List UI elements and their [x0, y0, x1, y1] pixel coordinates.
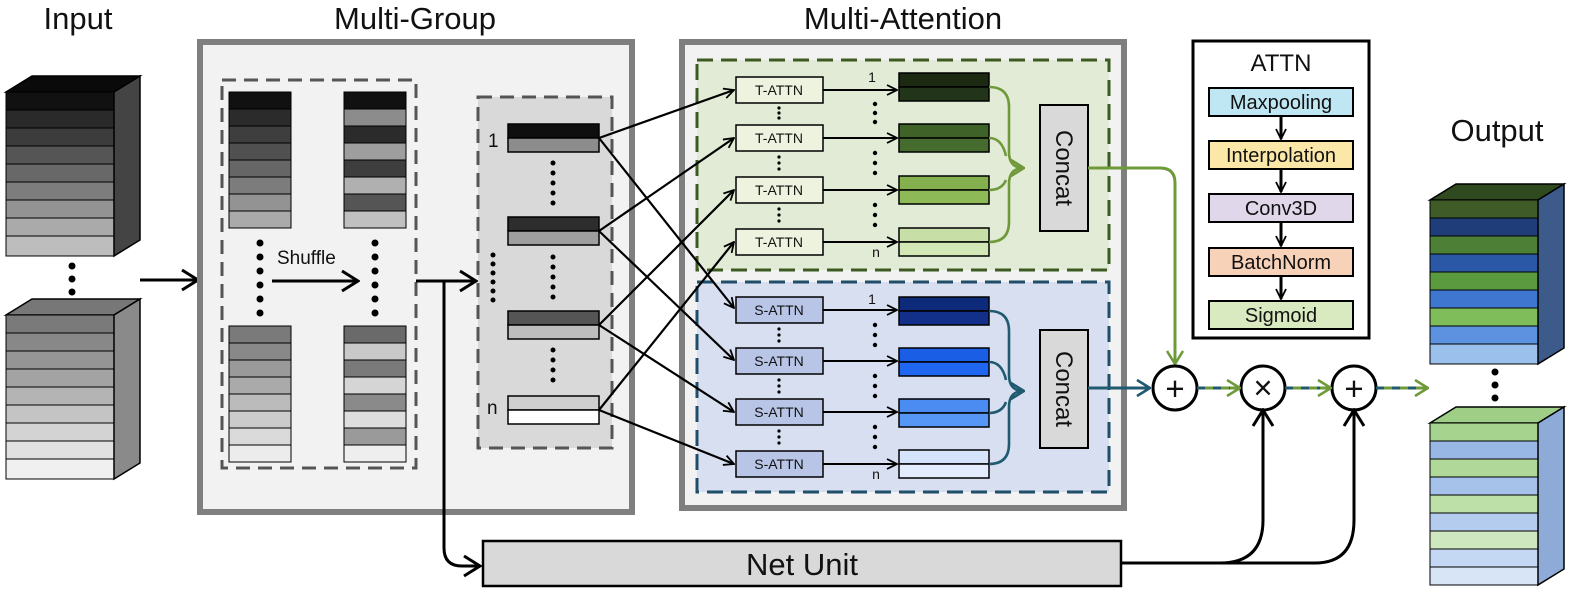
s-map-2	[898, 347, 990, 377]
split-ellipsis-upper	[550, 160, 556, 206]
svg-text:+: +	[1165, 370, 1184, 407]
group-3	[507, 310, 600, 340]
group-before-shuffle-box	[220, 78, 418, 470]
s-map-1	[898, 296, 990, 326]
group-ellipsis-left	[256, 239, 264, 317]
t-map-3	[898, 175, 990, 205]
group-index-first: 1	[488, 131, 499, 152]
legend-step-maxpooling: Maxpooling	[1208, 87, 1354, 117]
svg-text:S-ATTN: S-ATTN	[754, 404, 804, 420]
skip-connection-to-net-unit	[442, 281, 480, 566]
s-concat-box: Concat	[1039, 329, 1089, 449]
attn-to-map-arrows	[823, 90, 897, 464]
svg-text:Sigmoid: Sigmoid	[1245, 305, 1317, 327]
s-map-n	[898, 449, 990, 479]
channel-column-left-bottom	[228, 325, 292, 463]
group-ellipsis-right	[371, 239, 379, 317]
t-attn-block-3: T-ATTN	[735, 176, 824, 204]
svg-text:S-ATTN: S-ATTN	[754, 302, 804, 318]
legend-step-interpolation: Interpolation	[1208, 140, 1354, 170]
s-attn-block-1: S-ATTN	[735, 296, 824, 324]
svg-text:S-ATTN: S-ATTN	[754, 353, 804, 369]
add-operator-2: +	[1330, 364, 1378, 412]
net-unit-output-lines	[1121, 410, 1354, 565]
output-stack-top	[1427, 182, 1567, 366]
multi-attention-title: Multi-Attention	[804, 1, 1002, 36]
t-attn-block-4: T-ATTN	[735, 228, 824, 256]
svg-text:×: ×	[1253, 369, 1272, 406]
svg-text:Interpolation: Interpolation	[1226, 145, 1336, 167]
map-ellipsis	[872, 101, 878, 450]
s-merge-lines	[988, 309, 1024, 466]
channel-column-right-top	[343, 91, 407, 229]
split-ellipsis-middle	[550, 254, 556, 300]
t-attn-block-2: T-ATTN	[735, 124, 824, 152]
channel-column-left-top	[228, 91, 292, 229]
t-merge-lines	[988, 85, 1024, 244]
attn-legend-title: ATTN	[1251, 50, 1312, 77]
svg-text:+: +	[1344, 370, 1363, 407]
legend-step-batchnorm: BatchNorm	[1208, 247, 1354, 277]
s-map-index-first: 1	[868, 291, 876, 307]
s-attn-block-3: S-ATTN	[735, 398, 824, 426]
legend-step-sigmoid: Sigmoid	[1208, 300, 1354, 330]
group-n	[507, 395, 600, 425]
svg-text:Concat: Concat	[1050, 351, 1077, 427]
t-map-n	[898, 227, 990, 257]
svg-text:Conv3D: Conv3D	[1245, 198, 1317, 220]
svg-text:T-ATTN: T-ATTN	[755, 82, 803, 98]
split-ellipsis-lower	[550, 347, 556, 383]
output-title: Output	[1450, 113, 1543, 148]
attn-ellipsis	[777, 106, 781, 445]
svg-text:BatchNorm: BatchNorm	[1231, 252, 1331, 274]
s-map-index-last: n	[872, 466, 880, 482]
output-stack-bottom	[1427, 405, 1567, 587]
t-map-index-last: n	[872, 244, 880, 260]
t-attn-block-1: T-ATTN	[735, 76, 824, 104]
input-stack-top	[3, 74, 143, 258]
svg-text:T-ATTN: T-ATTN	[755, 182, 803, 198]
svg-text:Concat: Concat	[1050, 130, 1077, 206]
shuffle-label: Shuffle	[277, 248, 336, 269]
output-ellipsis	[1491, 368, 1499, 402]
group-to-attention-arrows	[598, 90, 734, 464]
svg-text:Net Unit: Net Unit	[746, 547, 858, 582]
svg-text:S-ATTN: S-ATTN	[754, 456, 804, 472]
input-title: Input	[44, 1, 113, 36]
t-map-1	[898, 72, 990, 102]
channel-column-right-bottom	[343, 325, 407, 463]
svg-text:T-ATTN: T-ATTN	[755, 130, 803, 146]
s-attn-block-4: S-ATTN	[735, 450, 824, 478]
input-stack-bottom	[3, 297, 143, 481]
multi-group-title: Multi-Group	[334, 1, 496, 36]
split-ellipsis-left	[490, 252, 496, 303]
group-index-last: n	[487, 398, 498, 419]
t-concat-to-add-arrow	[1088, 166, 1175, 364]
input-ellipsis	[68, 262, 76, 296]
split-groups-box	[476, 95, 614, 450]
svg-text:T-ATTN: T-ATTN	[755, 234, 803, 250]
multiply-operator: ×	[1239, 364, 1287, 412]
s-map-3	[898, 398, 990, 428]
s-attn-block-2: S-ATTN	[735, 347, 824, 375]
t-map-index-first: 1	[868, 69, 876, 85]
group-2	[507, 216, 600, 246]
legend-step-conv3d: Conv3D	[1208, 193, 1354, 223]
net-unit-block: Net Unit	[481, 539, 1123, 588]
add-operator-1: +	[1151, 364, 1199, 412]
svg-text:Maxpooling: Maxpooling	[1230, 92, 1332, 114]
t-concat-box: Concat	[1039, 104, 1089, 232]
t-map-2	[898, 123, 990, 153]
group-1	[507, 123, 600, 153]
